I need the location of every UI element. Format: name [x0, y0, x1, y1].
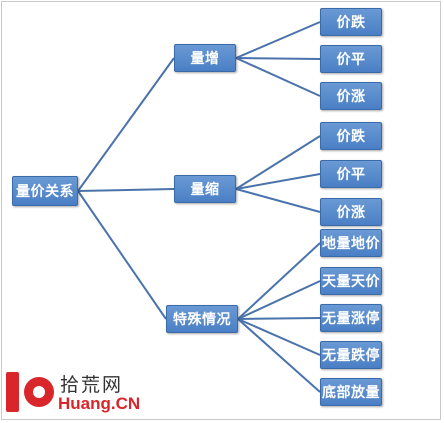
leaf-node: 价跌: [320, 122, 382, 150]
leaf-node: 价跌: [320, 8, 382, 36]
branch-node-volume-down: 量缩: [174, 175, 236, 203]
site-watermark-logo: 拾荒网 Huang.CN: [2, 368, 192, 420]
branch-to-leaf-connector: [237, 318, 321, 356]
branch-to-leaf-connector: [235, 135, 321, 190]
leaf-node: 价平: [320, 160, 382, 188]
leaf-node: 无量跌停: [320, 341, 382, 369]
branch-to-leaf-connector: [237, 318, 321, 393]
root-to-branch-connector: [77, 188, 175, 192]
leaf-node: 无量涨停: [320, 304, 382, 332]
leaf-node: 价涨: [320, 198, 382, 226]
leaf-node: 价涨: [320, 82, 382, 110]
branch-node-special-cases: 特殊情况: [166, 305, 238, 333]
leaf-node: 地量地价: [320, 229, 382, 257]
root-to-branch-connector: [77, 57, 175, 192]
branch-to-leaf-connector: [237, 317, 321, 320]
leaf-node: 价平: [320, 45, 382, 73]
branch-to-leaf-connector: [235, 57, 321, 97]
branch-to-leaf-connector: [235, 173, 321, 190]
leaf-node: 底部放量: [320, 378, 382, 406]
logo-digit-one: [6, 372, 19, 412]
logo-site-name: 拾荒网: [60, 374, 124, 396]
branch-to-leaf-connector: [237, 242, 321, 320]
leaf-node: 天量天价: [320, 267, 382, 295]
root-to-branch-connector: [77, 190, 167, 320]
root-node: 量价关系: [12, 176, 78, 206]
logo-site-domain: Huang.CN: [58, 394, 141, 413]
branch-to-leaf-connector: [235, 188, 321, 213]
branch-to-leaf-connector: [235, 21, 321, 59]
branch-to-leaf-connector: [235, 57, 321, 60]
logo-digit-zero: [24, 377, 54, 407]
branch-to-leaf-connector: [237, 280, 321, 320]
branch-node-volume-up: 量增: [174, 44, 236, 72]
